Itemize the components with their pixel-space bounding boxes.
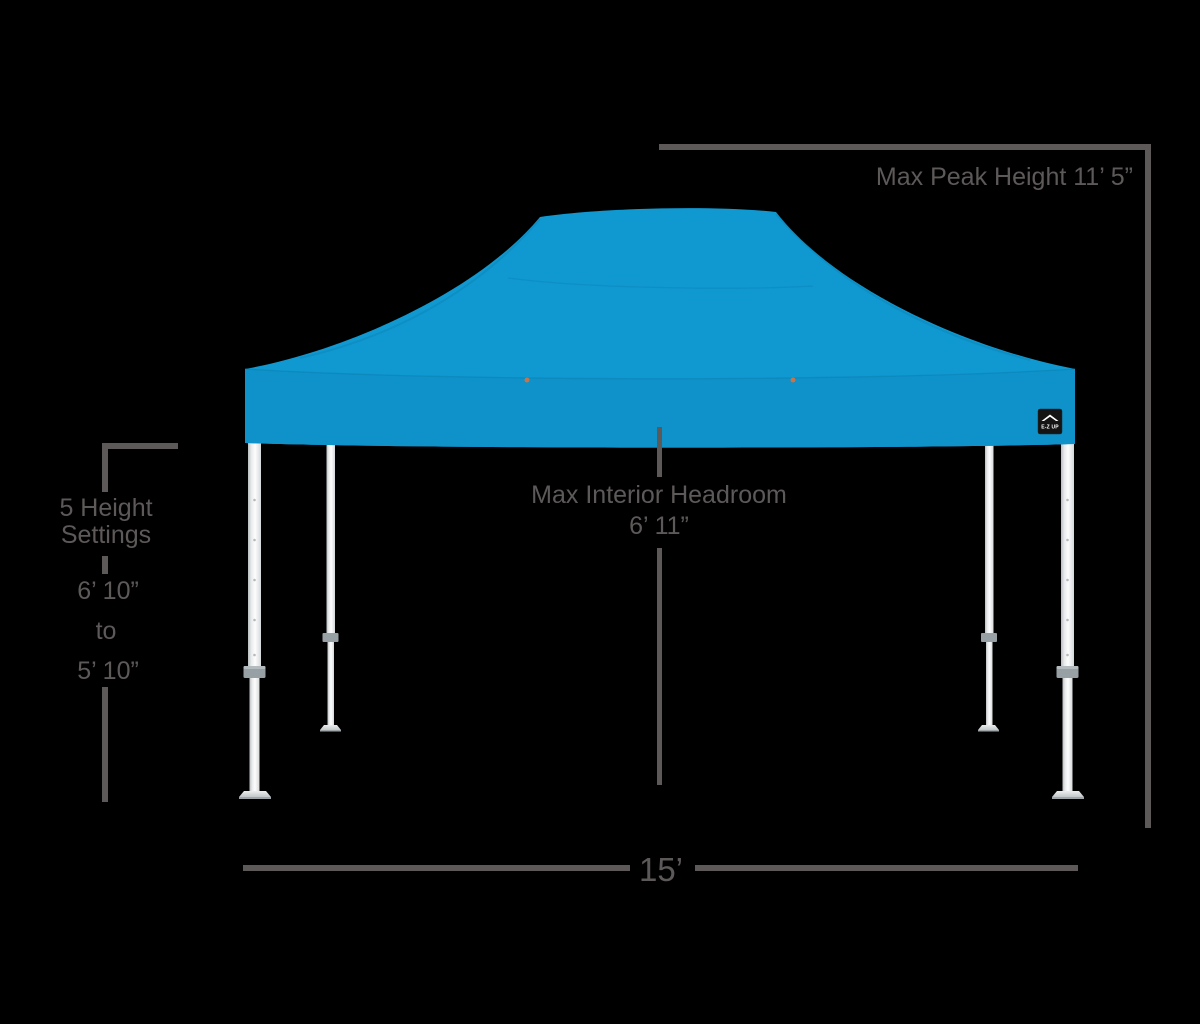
interior-headroom-label-line2: 6’ 11” <box>629 512 689 540</box>
leg-lower-tube <box>327 642 334 726</box>
tent-leg-back-right <box>978 438 999 732</box>
leg-adjust-hole <box>1066 578 1069 582</box>
width-line-left <box>243 865 630 871</box>
interior-headroom-label-line1: Max Interior Headroom <box>531 481 787 509</box>
leg-lower-tube <box>986 642 993 726</box>
leg-adjust-hole <box>1066 618 1069 622</box>
peak-height-dimension: Max Peak Height 11’ 5” <box>659 144 1151 828</box>
leg-lower-tube <box>1062 678 1073 792</box>
peak-height-top-line <box>659 144 1151 150</box>
canopy-left-crease <box>299 218 541 359</box>
interior-headroom-line-top <box>657 427 662 477</box>
interior-headroom-line-bottom <box>657 548 662 785</box>
leg-collar-highlight <box>1056 666 1079 669</box>
logo-text: E-Z UP <box>1041 425 1059 431</box>
brand-logo-patch: E-Z UP <box>1037 408 1063 435</box>
height-settings-line-segment-2 <box>102 556 108 574</box>
leg-adjust-hole <box>253 498 256 502</box>
height-settings-line-segment-1 <box>102 443 108 492</box>
valance-peg-dot <box>524 377 530 383</box>
interior-headroom-dimension: Max Interior Headroom 6’ 11” <box>531 427 787 785</box>
width-line-right <box>695 865 1078 871</box>
height-settings-top-line <box>102 443 178 449</box>
peak-height-label: Max Peak Height 11’ 5” <box>876 163 1133 191</box>
leg-adjust-hole <box>1066 538 1069 542</box>
tent-canopy: E-Z UP <box>244 208 1076 448</box>
leg-foot-plate <box>1052 791 1084 797</box>
leg-adjust-hole <box>253 578 256 582</box>
leg-upper-tube <box>326 438 335 634</box>
leg-upper-tube <box>985 438 994 634</box>
width-dimension: 15’ <box>243 851 1078 888</box>
leg-adjust-collar <box>981 633 997 642</box>
height-settings-label-line1: 5 Height <box>59 494 152 522</box>
leg-foot-rim <box>978 730 999 732</box>
dimension-annotations: Max Peak Height 11’ 5” 5 Height Settings… <box>59 144 1151 888</box>
height-settings-to-label: to <box>96 617 117 645</box>
leg-foot-rim <box>320 730 341 732</box>
tent-leg-front-right <box>1052 438 1084 799</box>
tent-leg-front-left <box>239 438 271 799</box>
canopy-crown-seam <box>507 277 814 289</box>
height-settings-line-segment-3 <box>102 687 108 802</box>
leg-adjust-hole <box>1066 498 1069 502</box>
height-settings-min-label: 5’ 10” <box>77 657 139 685</box>
leg-adjust-hole <box>253 618 256 622</box>
leg-adjust-hole <box>253 538 256 542</box>
leg-collar-highlight <box>243 666 266 669</box>
logo-patch-background <box>1037 408 1063 435</box>
valance-peg-dot <box>790 377 796 383</box>
leg-upper-tube <box>248 438 261 668</box>
canopy-valance <box>245 369 1075 448</box>
height-settings-max-label: 6’ 10” <box>77 577 139 605</box>
leg-foot-rim <box>239 797 271 799</box>
leg-foot-plate <box>320 725 341 730</box>
canopy-right-crease <box>775 213 1031 361</box>
tent-frame <box>239 438 1084 799</box>
leg-upper-tube <box>1061 438 1074 668</box>
peak-height-vertical-line <box>1145 144 1151 828</box>
height-settings-dimension: 5 Height Settings 6’ 10” to 5’ 10” <box>59 443 178 802</box>
logo-canopy-icon <box>1041 414 1059 421</box>
leg-adjust-hole <box>1066 653 1069 657</box>
width-label: 15’ <box>639 851 683 888</box>
tent-leg-back-left <box>320 438 341 732</box>
leg-foot-plate <box>978 725 999 730</box>
leg-foot-rim <box>1052 797 1084 799</box>
leg-lower-tube <box>249 678 260 792</box>
leg-adjust-collar <box>322 633 339 642</box>
canopy-eave-seam <box>244 368 1076 380</box>
height-settings-label-line2: Settings <box>61 521 151 549</box>
leg-adjust-hole <box>253 653 256 657</box>
leg-foot-plate <box>239 791 271 797</box>
